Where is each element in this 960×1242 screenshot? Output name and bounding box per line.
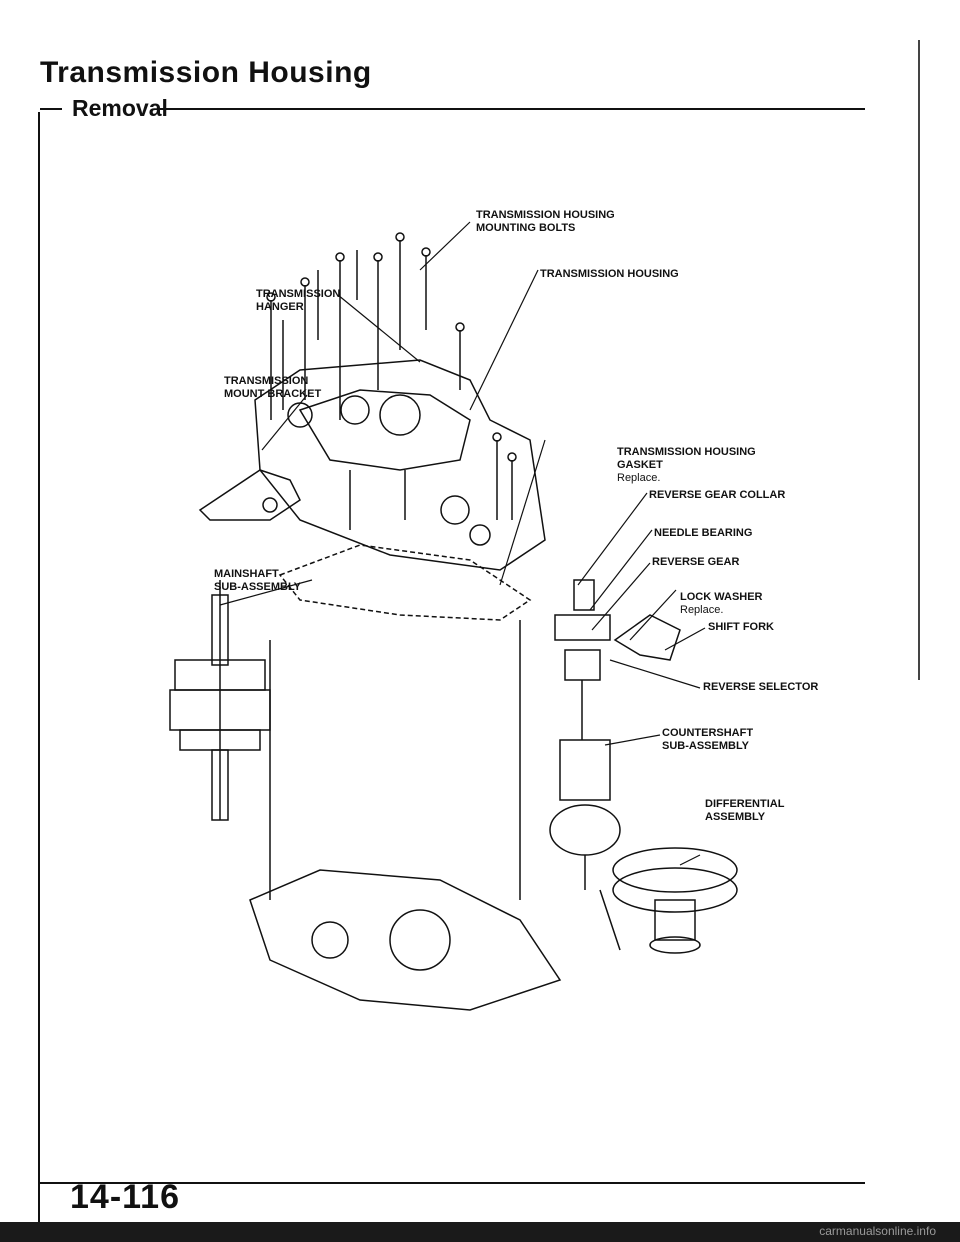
lock-washer-note: Replace. — [680, 604, 724, 616]
countershaft-assembly — [549, 579, 621, 890]
label-needle-bearing: NEEDLE BEARING — [654, 527, 753, 539]
label-transmission-housing: TRANSMISSION HOUSING — [540, 268, 679, 280]
label-reverse-gear-collar: REVERSE GEAR COLLAR — [649, 489, 786, 501]
differential-assembly — [612, 847, 738, 954]
housing-gasket-text: TRANSMISSION HOUSING GASKET — [617, 446, 756, 471]
label-differential: DIFFERENTIAL ASSEMBLY — [705, 798, 785, 823]
footer-rule — [40, 1182, 865, 1184]
page-title: Transmission Housing — [40, 56, 372, 89]
housing-gasket-note: Replace. — [617, 472, 661, 484]
label-countershaft: COUNTERSHAFT SUB-ASSEMBLY — [662, 727, 754, 752]
page-number: 14-116 — [70, 1178, 180, 1216]
housing-gasket — [278, 544, 532, 621]
subtitle-rule — [160, 108, 865, 110]
watermark: carmanualsonline.info — [819, 1224, 936, 1238]
section-subtitle: Removal — [72, 95, 168, 121]
transmission-housing — [254, 359, 546, 571]
label-housing-gasket: TRANSMISSION HOUSING GASKET Replace. — [617, 433, 756, 498]
label-transmission-hanger: TRANSMISSION HANGER — [256, 288, 341, 313]
label-mainshaft: MAINSHAFT SUB-ASSEMBLY — [214, 568, 301, 593]
label-mount-bracket: TRANSMISSION MOUNT BRACKET — [224, 375, 322, 400]
label-reverse-selector: REVERSE SELECTOR — [703, 681, 819, 693]
clutch-housing — [249, 869, 562, 1011]
bottom-bar — [0, 1222, 960, 1242]
left-margin-rule — [38, 112, 40, 1237]
right-margin-rule — [918, 40, 920, 680]
mount-bracket — [198, 469, 301, 521]
mounting-bolts — [266, 232, 517, 530]
lock-washer-text: LOCK WASHER — [680, 591, 763, 603]
label-reverse-gear: REVERSE GEAR — [652, 556, 740, 568]
label-mounting-bolts: TRANSMISSION HOUSING MOUNTING BOLTS — [476, 209, 615, 234]
mainshaft-assembly — [169, 580, 271, 821]
label-lock-washer: LOCK WASHER Replace. — [680, 578, 763, 630]
label-shift-fork: SHIFT FORK — [708, 621, 774, 633]
subtitle-dash — [40, 108, 62, 110]
